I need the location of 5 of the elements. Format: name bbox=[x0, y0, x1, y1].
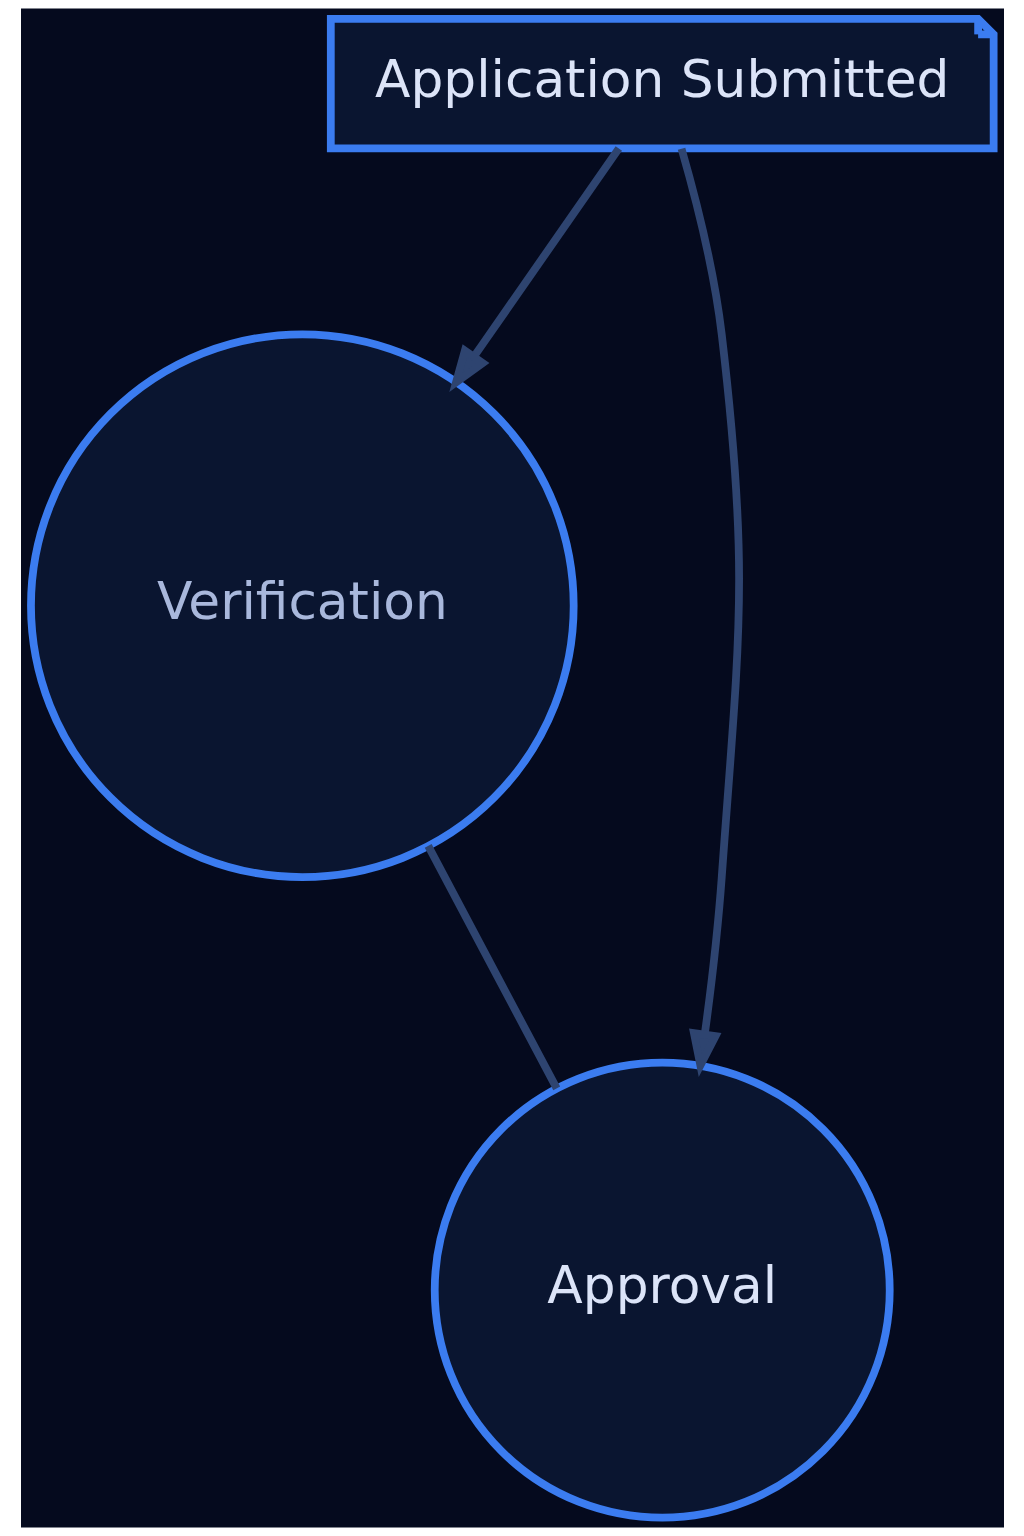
connector bbox=[424, 844, 560, 1091]
arrow bbox=[448, 146, 622, 392]
arrow bbox=[677, 147, 743, 1077]
node-circle: Verification bbox=[26, 330, 578, 881]
node-circle: Approval bbox=[430, 1058, 894, 1522]
